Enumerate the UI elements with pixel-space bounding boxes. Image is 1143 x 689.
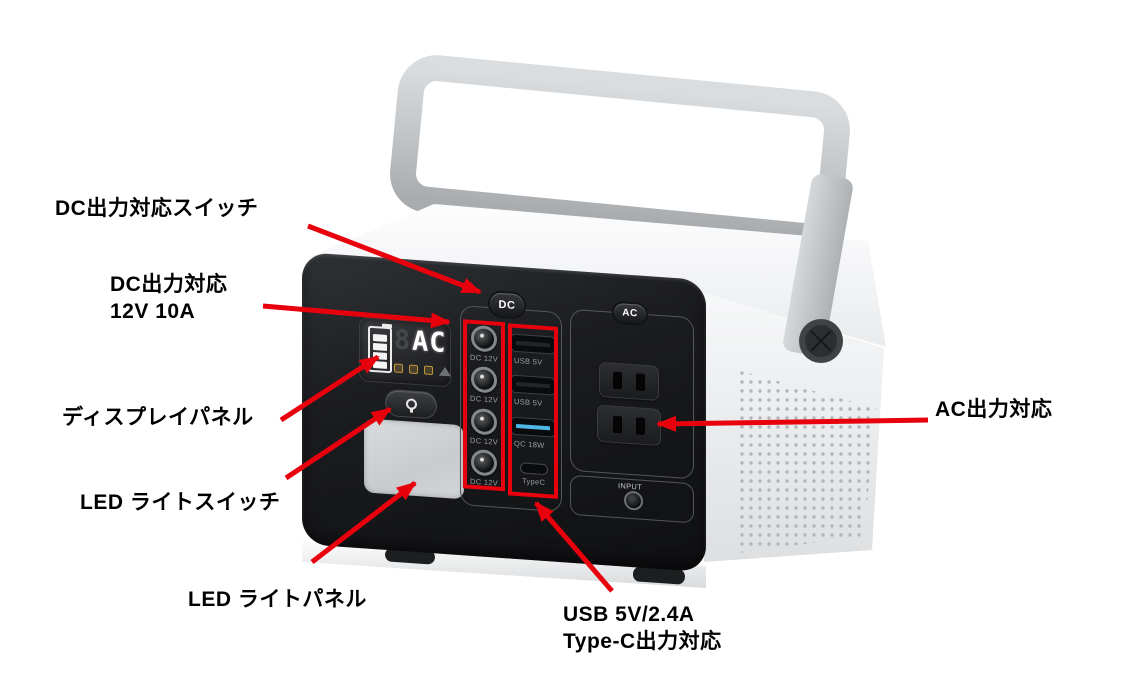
- battery-bar: [373, 351, 387, 360]
- battery-bar: [373, 342, 387, 351]
- outlet-slot: [636, 373, 645, 391]
- vent-grid: [737, 370, 876, 553]
- callout-dc-switch: DC出力対応スイッチ: [55, 197, 259, 220]
- battery-bar: [373, 333, 387, 342]
- callout-dc-output-line2: 12V 10A: [110, 299, 196, 323]
- callout-dc-output: DC出力対応 12V 10A: [110, 272, 227, 326]
- callout-display: ディスプレイパネル: [62, 406, 254, 429]
- callout-usb-output: USB 5V/2.4A Type-C出力対応: [563, 602, 722, 656]
- carry-handle: [390, 55, 850, 249]
- input-label: INPUT: [618, 481, 642, 492]
- front-control-panel: 8 AC DC DC 12V DC 12V DC 12V DC 12V USB …: [302, 252, 706, 573]
- display-panel: 8 AC: [360, 318, 451, 387]
- battery-bar: [373, 360, 387, 369]
- callout-led-switch: LED ライトスイッチ: [80, 491, 281, 514]
- outlet-slot: [636, 417, 645, 435]
- ac-indicator-icon: [394, 363, 403, 374]
- dc-ports-highlight-box: [463, 319, 505, 492]
- outlet-slot: [613, 371, 622, 390]
- led-light-panel: [364, 418, 464, 500]
- led-light-switch: [386, 389, 436, 419]
- ac-output-switch: AC: [614, 302, 646, 325]
- battery-level-icon: [368, 325, 392, 374]
- usb-ports-highlight-box: [508, 323, 558, 499]
- pivot-notches: [810, 330, 832, 352]
- callout-usb-output-line1: USB 5V/2.4A: [563, 603, 695, 626]
- outlet-slot: [613, 415, 622, 434]
- callout-usb-output-line2: Type-C出力対応: [563, 629, 722, 653]
- ac-outlet-2: [598, 405, 660, 446]
- status-indicator-row: [394, 363, 451, 377]
- seven-segment-ghost-digit: 8: [394, 324, 412, 357]
- foot-right: [632, 566, 685, 585]
- ac-outlet-1: [600, 362, 658, 400]
- warning-indicator-icon: [439, 366, 451, 377]
- input-jack: [624, 490, 643, 511]
- handle-strap: [783, 174, 853, 356]
- callout-ac-output: AC出力対応: [935, 398, 1053, 421]
- dc-indicator-icon: [424, 365, 433, 376]
- seven-segment-readout: AC: [412, 325, 447, 360]
- usb-indicator-icon: [409, 364, 418, 375]
- dc-output-switch: DC: [490, 292, 524, 318]
- light-bulb-icon: [405, 398, 417, 411]
- callout-led-panel: LED ライトパネル: [188, 588, 367, 611]
- callout-dc-output-line1: DC出力対応: [110, 273, 228, 296]
